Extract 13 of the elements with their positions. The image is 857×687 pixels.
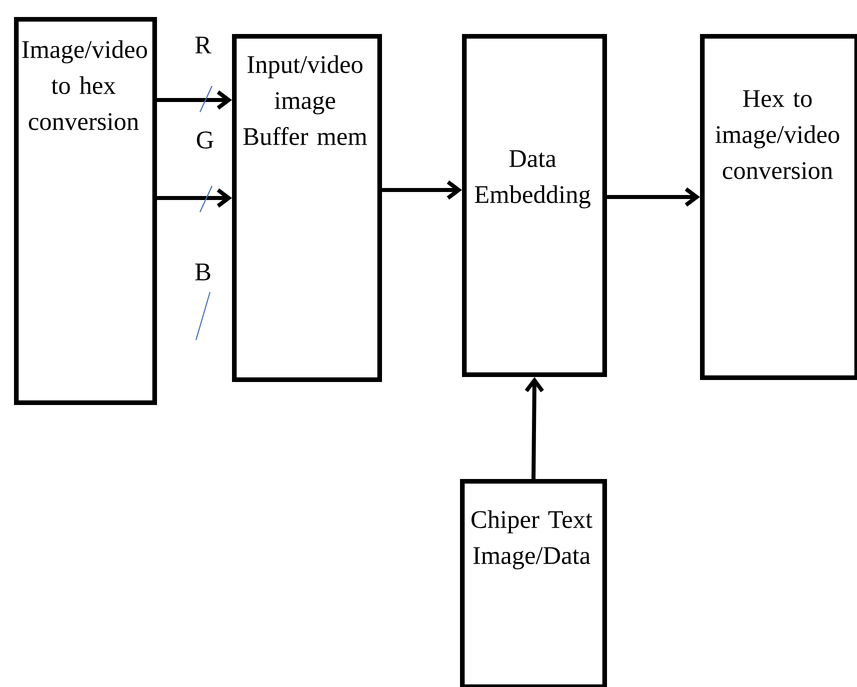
signal-label: B (195, 264, 210, 280)
process-box: Input/video image Buffer mem (232, 34, 382, 382)
arrow (524, 377, 544, 480)
arrow (607, 187, 700, 207)
process-box: Chiper Text Image/Data (460, 479, 607, 687)
arrow (157, 90, 232, 110)
signal-label: R (195, 36, 212, 54)
signal-label: G (196, 132, 214, 149)
process-box: Hex to image/video conversion (700, 34, 857, 380)
process-box: Image/video to hex conversion (14, 17, 157, 405)
arrow (157, 188, 232, 208)
arrow (382, 180, 462, 200)
process-box: Data Embedding (462, 34, 607, 377)
